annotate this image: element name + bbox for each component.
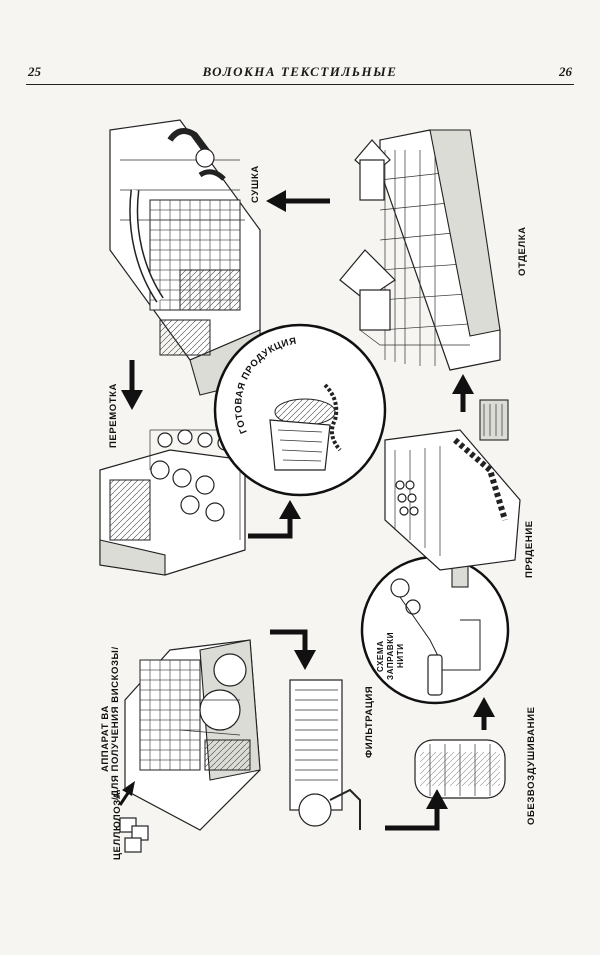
label-rewinding: ПЕРЕМОТКА: [108, 383, 119, 448]
label-cellulose: ЦЕЛЛЮЛОЗА: [112, 792, 123, 860]
label-filtration: ФИЛЬТРАЦИЯ: [364, 686, 375, 758]
rewinding-machine: [99, 429, 246, 576]
page-number-right: 26: [559, 64, 572, 79]
label-thread-scheme-line3: НИТИ: [396, 643, 405, 668]
deaeration-tank: [414, 739, 506, 799]
label-spinning: ПРЯДЕНИЕ: [524, 520, 535, 578]
label-drying: СУШКА: [250, 165, 261, 203]
cellulose-bales: [119, 817, 149, 853]
viscose-apparatus: [124, 639, 261, 831]
finished-product-medallion: [213, 323, 387, 497]
label-apparatus-line2: /ДЛЯ ПОЛУЧЕНИЯ ВИСКОЗЫ/: [110, 646, 121, 800]
label-apparatus-line1: АППАРАТ ВА: [100, 705, 111, 772]
finishing-machine: [339, 129, 501, 371]
running-title: ВОЛОКНА ТЕКСТИЛЬНЫЕ: [202, 64, 398, 79]
filtration-press: [289, 679, 361, 830]
label-thread-scheme-line2: ЗАПРАВКИ: [386, 632, 395, 680]
page-number-left: 25: [28, 64, 41, 79]
drying-machine: [109, 119, 261, 396]
thread-scheme-medallion: [360, 555, 510, 705]
label-finishing: ОТДЕЛКА: [517, 226, 528, 276]
label-deaeration: ОБЕЗВОЗДУШИВАНИЕ: [526, 706, 537, 825]
process-arrows: [118, 190, 495, 831]
page-header: 25 ВОЛОКНА ТЕКСТИЛЬНЫЕ 26: [26, 62, 574, 85]
label-thread-scheme-line1: СХЕМА: [376, 640, 385, 672]
spinning-machine: [384, 399, 521, 571]
